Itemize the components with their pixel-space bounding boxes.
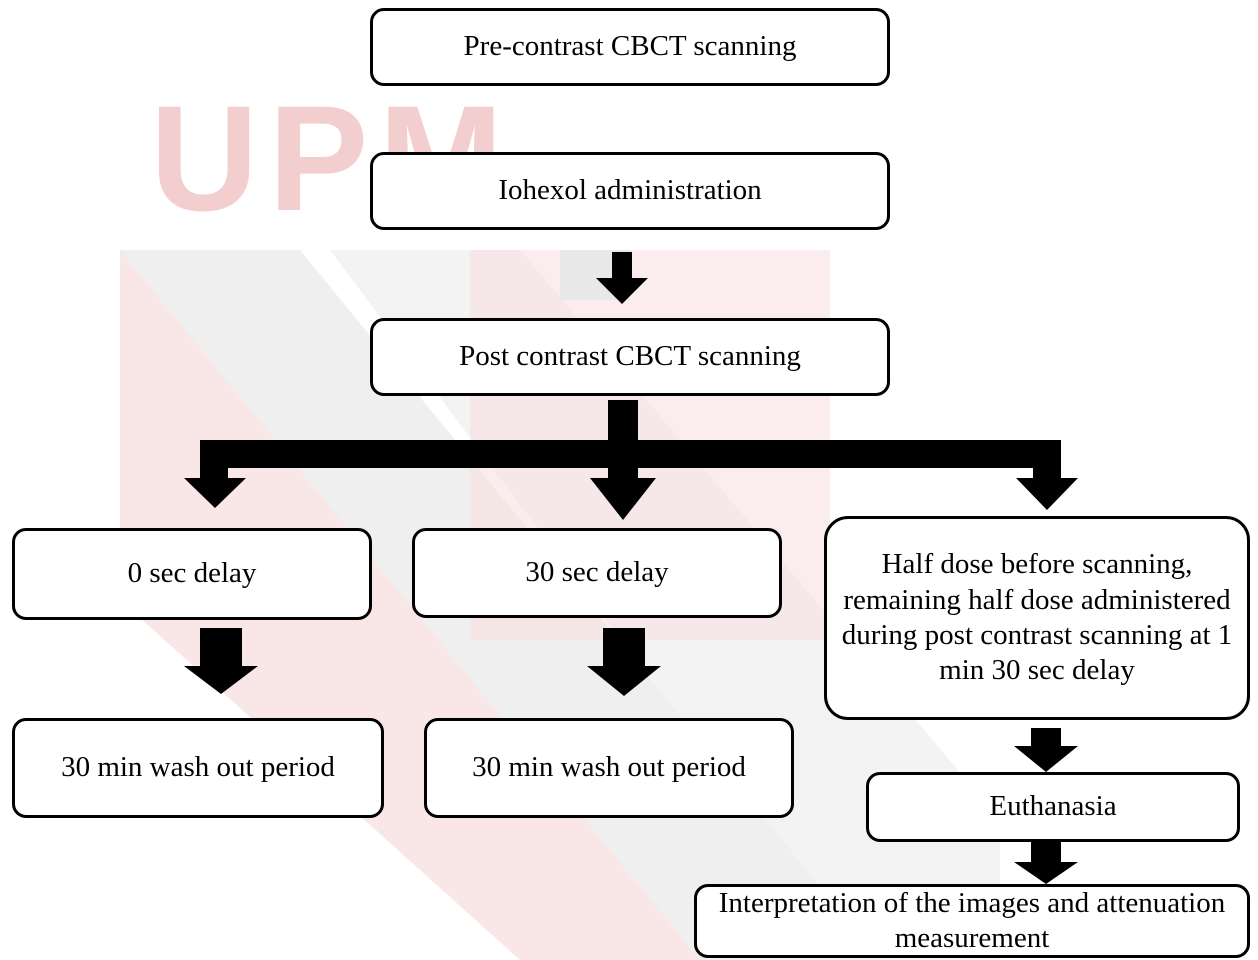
delay-0-label: 0 sec delay bbox=[127, 557, 257, 590]
washout-box-1: 30 min wash out period bbox=[12, 718, 384, 818]
interpretation-box: Interpretation of the images and attenua… bbox=[694, 884, 1250, 958]
washout-label-2: 30 min wash out period bbox=[472, 751, 746, 784]
arrow-0sec-to-washout bbox=[200, 628, 242, 668]
half-dose-label: Half dose before scanning, remaining hal… bbox=[841, 548, 1233, 687]
euthanasia-box: Euthanasia bbox=[866, 772, 1240, 842]
half-dose-box: Half dose before scanning, remaining hal… bbox=[824, 516, 1250, 720]
washout-box-2: 30 min wash out period bbox=[424, 718, 794, 818]
arrow-euthanasia-to-interpretation bbox=[1031, 840, 1061, 864]
arrow-to-half-dose bbox=[1033, 440, 1061, 480]
post-contrast-scanning-box: Post contrast CBCT scanning bbox=[370, 318, 890, 396]
arrow-to-30sec bbox=[608, 440, 638, 480]
arrow-30sec-to-washout bbox=[603, 628, 645, 668]
arrow-to-0sec bbox=[200, 440, 228, 480]
delay-0-box: 0 sec delay bbox=[12, 528, 372, 620]
delay-30-label: 30 sec delay bbox=[525, 556, 669, 589]
arrow-halfdose-to-euthanasia bbox=[1031, 728, 1061, 748]
arrow-iohexol-to-post bbox=[612, 252, 632, 280]
pre-contrast-label: Pre-contrast CBCT scanning bbox=[463, 30, 797, 63]
post-contrast-label: Post contrast CBCT scanning bbox=[459, 340, 801, 373]
euthanasia-label: Euthanasia bbox=[989, 790, 1117, 823]
iohexol-label: Iohexol administration bbox=[498, 174, 762, 207]
washout-label-1: 30 min wash out period bbox=[61, 751, 335, 784]
delay-30-box: 30 sec delay bbox=[412, 528, 782, 618]
pre-contrast-scanning-box: Pre-contrast CBCT scanning bbox=[370, 8, 890, 86]
interpretation-label: Interpretation of the images and attenua… bbox=[718, 886, 1226, 954]
iohexol-administration-box: Iohexol administration bbox=[370, 152, 890, 230]
